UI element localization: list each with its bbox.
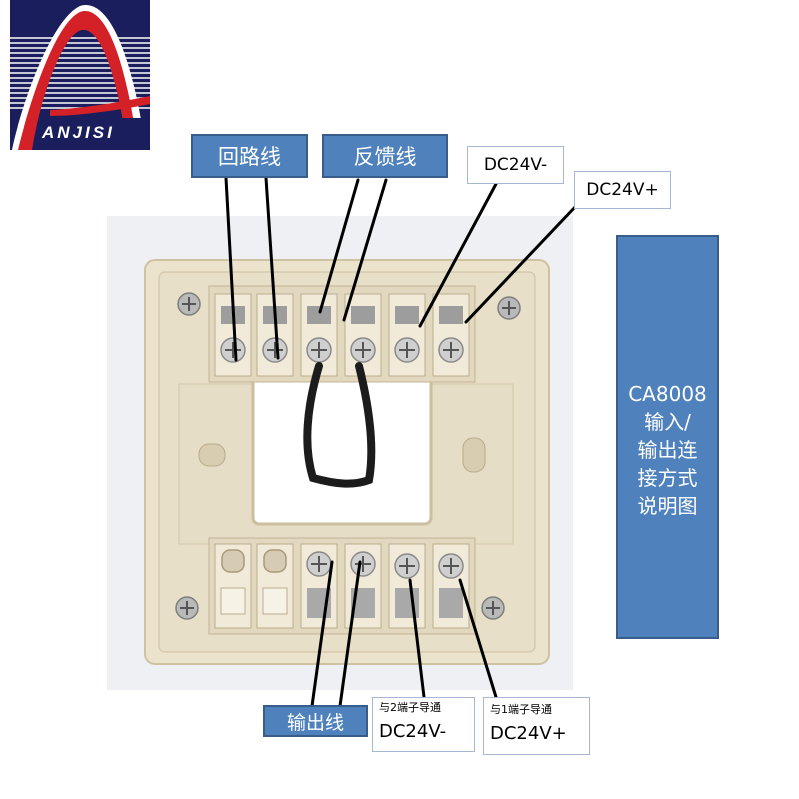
bottom-right-note-box: 与1端子导通 DC24V+: [483, 697, 590, 755]
bottom-left-value: DC24V-: [379, 721, 447, 742]
product-photo: [107, 216, 573, 690]
anjisi-logo: [10, 0, 150, 151]
title-line: 说明图: [637, 494, 698, 518]
title-line: 输入/: [644, 410, 691, 434]
output-wire-label: 输出线: [263, 705, 368, 737]
loop-wire-label: 回路线: [191, 134, 308, 178]
dc-plus-top-label: DC24V+: [574, 171, 671, 209]
bottom-right-note: 与1端子导通: [490, 703, 552, 716]
title-box: CA8008 输入/ 输出连 接方式 说明图: [616, 235, 719, 639]
bottom-left-note: 与2端子导通: [379, 701, 441, 714]
bottom-terminal-block: [208, 537, 476, 635]
title-line: 输出连: [637, 438, 698, 462]
bottom-left-note-box: 与2端子导通 DC24V-: [372, 697, 475, 752]
bottom-right-value: DC24V+: [490, 723, 567, 744]
title-line: CA8008: [628, 382, 707, 406]
dc-minus-top-label: DC24V-: [467, 146, 564, 184]
title-line: 接方式: [637, 466, 698, 490]
center-opening: [251, 374, 433, 526]
feedback-wire-label: 反馈线: [322, 134, 448, 178]
top-terminal-block: [208, 285, 476, 383]
black-jumper-wire: [303, 362, 376, 488]
logo-text: ANJISI: [42, 123, 115, 142]
